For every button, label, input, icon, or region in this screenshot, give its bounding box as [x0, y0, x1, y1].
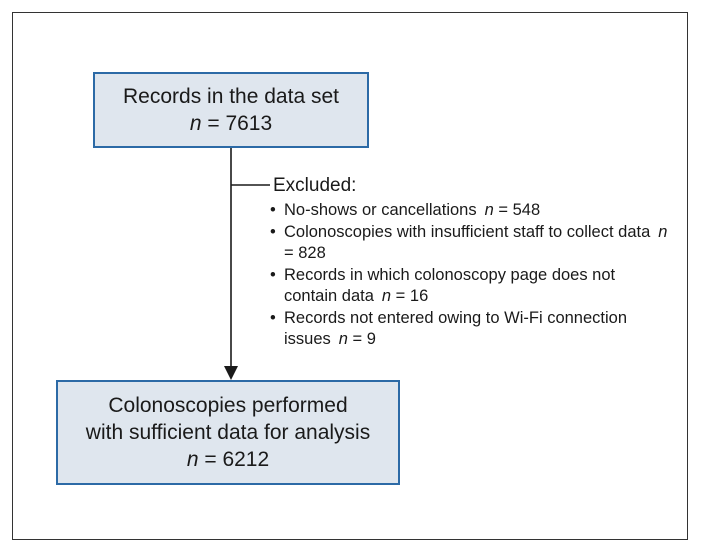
exclusion-item-count: n = 548 [484, 201, 541, 219]
exclusion-item-count: n = 16 [381, 287, 429, 305]
analysis-box: Colonoscopies performed with sufficient … [56, 380, 400, 485]
exclusion-item-text: Records not entered owing to Wi-Fi conne… [284, 308, 628, 349]
records-box-count: n = 7613 [190, 110, 272, 137]
records-box-label: Records in the data set [123, 85, 339, 108]
exclusion-item: • Records in which colonoscopy page does … [270, 265, 670, 308]
exclusion-item: • Colonoscopies with insufficient staff t… [270, 222, 670, 265]
analysis-box-label-1: Colonoscopies performed [108, 394, 348, 417]
bullet-icon: • [270, 308, 276, 327]
bullet-icon: • [270, 222, 276, 241]
exclusion-item: • Records not entered owing to Wi-Fi conn… [270, 308, 670, 351]
analysis-box-count: n = 6212 [187, 446, 269, 473]
records-n-label: n [189, 112, 202, 135]
exclusion-item-text: No-shows or cancellations [284, 201, 477, 219]
exclusion-item-text: Records in which colonoscopy page does n… [284, 265, 616, 306]
records-box: Records in the data set n = 7613 [93, 72, 369, 148]
exclusion-list: • No-shows or cancellations n = 548 • Colon… [270, 200, 670, 351]
bullet-icon: • [270, 265, 276, 284]
excluded-heading: Excluded: [273, 175, 357, 196]
analysis-n-label: n [186, 448, 199, 471]
exclusion-item-count: n = 828 [284, 222, 668, 263]
bullet-icon: • [270, 201, 276, 219]
exclusion-item-text: Colonoscopies with insufficient staff to… [284, 222, 651, 241]
records-n-value: = 7613 [201, 112, 273, 135]
analysis-n-value: = 6212 [198, 448, 270, 471]
exclusion-item: • No-shows or cancellations n = 548 [270, 200, 670, 222]
analysis-box-label-2: with sufficient data for analysis [85, 421, 371, 444]
exclusion-item-count: n = 9 [338, 330, 376, 348]
